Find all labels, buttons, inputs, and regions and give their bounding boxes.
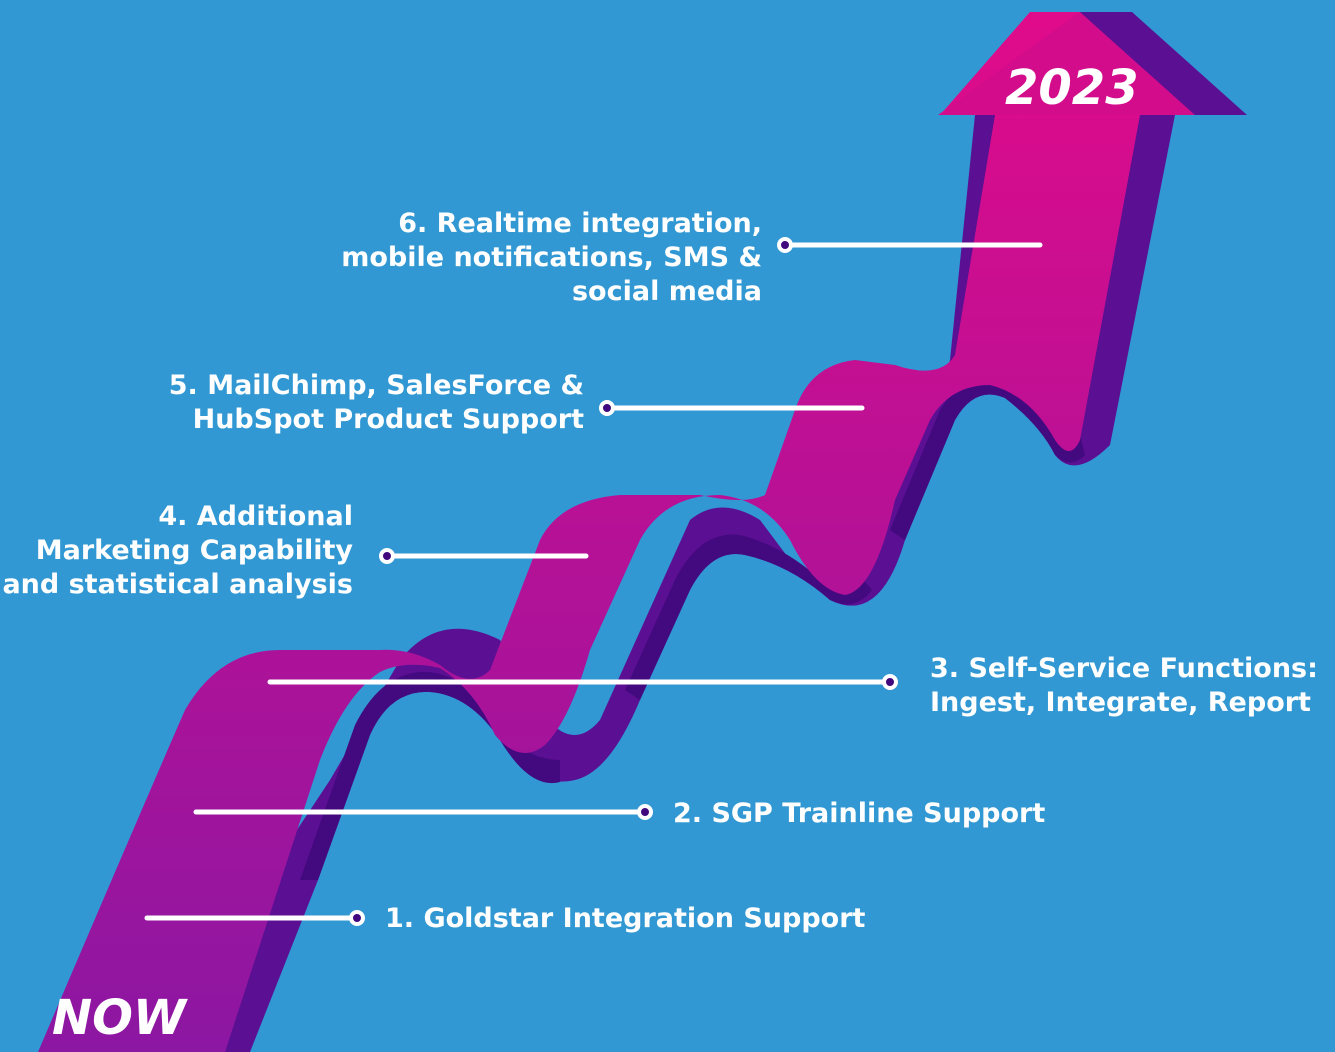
ribbon-fold-shadow [890,376,1085,540]
start-label: NOW [52,990,186,1046]
connector-dot-5 [599,400,615,416]
milestone-label-2: 2. SGP Trainline Support [673,797,1045,831]
milestone-line: mobile notifications, SMS & [341,242,762,273]
milestone-line: 2. SGP Trainline Support [673,798,1046,829]
end-label: 2023 [1005,60,1139,116]
connector-dot-2 [637,804,653,820]
connector-lines [144,237,1043,926]
milestone-label-3: 3. Self-Service Functions: Ingest, Integ… [930,652,1318,720]
ribbon-fold-shadow [625,534,872,700]
arrow-head [938,12,1195,115]
connector-dot-6 [777,237,793,253]
milestone-line: social media [571,276,762,307]
ribbon-front [38,12,1195,1052]
milestone-label-6: 6. Realtime integration, mobile notifica… [341,207,762,309]
milestone-line: 5. MailChimp, SalesForce & [168,370,584,401]
connector-dot-3 [882,674,898,690]
connector-dot-4 [379,548,395,564]
milestone-line: Ingest, Integrate, Report [930,687,1311,718]
milestone-line: 4. Additional [158,501,353,532]
milestone-line: 6. Realtime integration, [398,208,762,239]
milestone-line: 3. Self-Service Functions: [930,653,1318,684]
milestone-label-5: 5. MailChimp, SalesForce & HubSpot Produ… [169,369,584,437]
milestone-line: HubSpot Product Support [192,404,584,435]
milestone-line: 1. Goldstar Integration Support [385,903,866,934]
milestone-line: and statistical analysis [2,569,353,600]
connector-dot-1 [349,910,365,926]
milestone-label-4: 4. Additional Marketing Capability and s… [2,500,353,602]
milestone-line: Marketing Capability [35,535,353,566]
milestone-label-1: 1. Goldstar Integration Support [385,902,865,936]
arrow-head-side [1080,12,1247,115]
